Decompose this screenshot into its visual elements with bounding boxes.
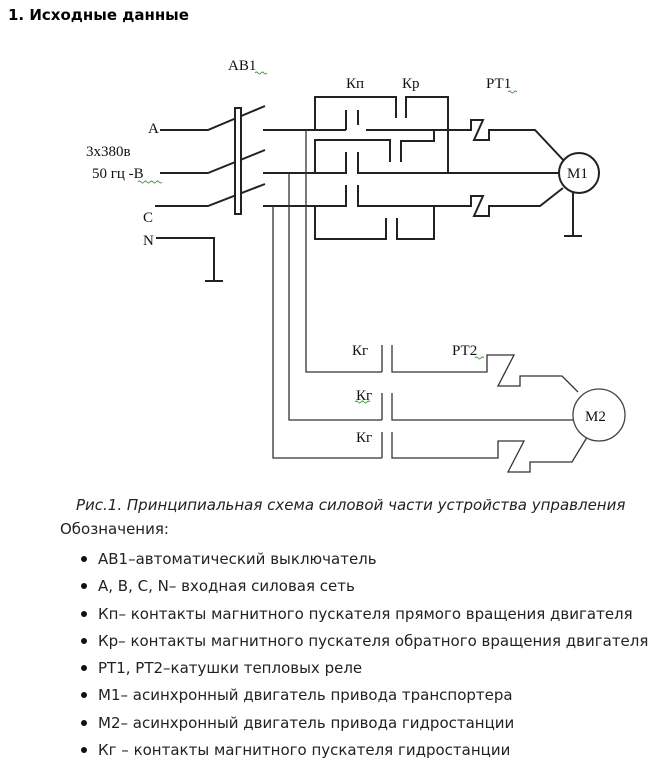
spellcheck-underline <box>354 400 371 404</box>
legend-item-text: АВ1–автоматический выключатель <box>98 550 377 568</box>
contact-reverse-label: Кр <box>402 76 420 92</box>
spellcheck-underline <box>474 356 485 360</box>
bullet-icon <box>81 719 87 726</box>
hydro-feed-wires <box>272 130 382 459</box>
bullet-icon <box>81 692 87 699</box>
bullet-icon <box>81 747 87 754</box>
legend-item: Кр– контакты магнитного пускателя обратн… <box>68 630 648 657</box>
legend-item: М2– асинхронный двигатель привода гидрос… <box>68 712 648 739</box>
contactor-block-m2 <box>381 345 590 473</box>
legend-item: М1– асинхронный двигатель привода трансп… <box>68 684 648 711</box>
neutral-ground <box>156 237 223 282</box>
input-lines <box>155 105 266 207</box>
bullet-icon <box>81 610 87 617</box>
section-heading: 1. Исходные данные <box>8 6 189 24</box>
motor-m1: М1 <box>558 152 600 237</box>
bullet-icon <box>81 556 87 562</box>
supply-voltage-label: 3х380в <box>86 144 131 160</box>
spellcheck-underline <box>137 180 163 184</box>
legend-item-text: М1– асинхронный двигатель привода трансп… <box>98 686 513 705</box>
breaker-label: АВ1 <box>228 58 256 74</box>
figure-caption: Рис.1. Принципиальная схема силовой част… <box>76 496 626 514</box>
legend-item: А, В, С, N– входная силовая сеть <box>68 575 648 602</box>
legend-item-text: РТ1, РТ2–катушки тепловых реле <box>98 659 363 678</box>
phase-a-label: А <box>148 121 159 137</box>
contact-hydro-2-label: Кг <box>356 388 372 404</box>
legend-title: Обозначения: <box>60 520 169 538</box>
legend-item: Кг – контакты магнитного пускателя гидро… <box>68 739 648 766</box>
contactor-block-m1 <box>314 96 600 240</box>
motor-1-label: М1 <box>567 166 588 182</box>
bullet-icon <box>81 665 87 672</box>
breaker-bar <box>234 107 242 215</box>
neutral-label: N <box>143 233 154 249</box>
thermal-relay-1-label: РТ1 <box>486 76 511 92</box>
spellcheck-underline <box>507 90 518 94</box>
contact-hydro-3-label: Кг <box>356 430 372 446</box>
power-circuit-diagram: АВ1 А 3х380в 50 гц -В С N Кп Кр РТ1 Кг К… <box>86 58 626 473</box>
spellcheck-underline <box>254 71 268 75</box>
contact-forward-label: Кп <box>346 76 364 92</box>
legend-item-text: Кр– контакты магнитного пускателя обратн… <box>98 631 649 650</box>
thermal-relay-1 <box>434 119 567 217</box>
legend-item: РТ1, РТ2–катушки тепловых реле <box>68 657 648 684</box>
legend-item: Кп– контакты магнитного пускателя прямог… <box>68 603 648 630</box>
legend-list: АВ1–автоматический выключатель А, В, С, … <box>68 548 648 766</box>
legend-item-text: Кп– контакты магнитного пускателя прямог… <box>98 604 633 623</box>
legend-item: АВ1–автоматический выключатель <box>68 548 648 575</box>
motor-2-label: М2 <box>585 409 606 425</box>
motor-m2: М2 <box>572 388 626 442</box>
legend-item-text: Кг – контакты магнитного пускателя гидро… <box>98 741 511 760</box>
supply-frequency-label: 50 гц -В <box>92 166 144 182</box>
phase-c-label: С <box>143 210 153 226</box>
bullet-icon <box>81 583 87 590</box>
thermal-relay-2-label: РТ2 <box>452 343 477 359</box>
legend-item-text: М2– асинхронный двигатель привода гидрос… <box>98 713 515 732</box>
contact-hydro-1-label: Кг <box>352 343 368 359</box>
breaker-outputs <box>263 129 346 207</box>
legend-item-text: А, В, С, N– входная силовая сеть <box>98 577 355 596</box>
bullet-icon <box>81 637 87 644</box>
